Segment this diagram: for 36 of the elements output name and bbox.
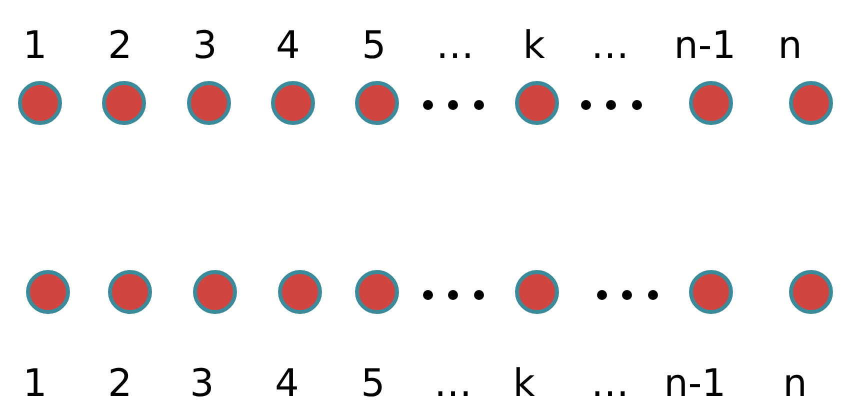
circle-node <box>689 270 733 314</box>
index-label: 2 <box>108 26 132 64</box>
circle-node <box>689 81 733 125</box>
index-label: … <box>434 364 472 402</box>
circle-node <box>515 270 559 314</box>
index-label: … <box>436 26 474 64</box>
circle-node <box>18 81 62 125</box>
index-label: … <box>591 364 629 402</box>
circle-node <box>271 81 315 125</box>
index-label: n <box>782 364 808 402</box>
circle-node <box>789 81 833 125</box>
index-label: k <box>523 26 545 64</box>
circle-node <box>108 270 152 314</box>
circle-node <box>193 270 237 314</box>
circle-node <box>515 81 559 125</box>
circle-node <box>26 270 70 314</box>
index-label: n-1 <box>674 26 736 64</box>
index-label: 3 <box>192 26 218 64</box>
index-label: 1 <box>22 364 48 402</box>
index-label: k <box>513 364 535 402</box>
circle-node <box>355 81 399 125</box>
index-label: 5 <box>362 26 386 64</box>
index-label: 1 <box>22 26 48 64</box>
index-label: 3 <box>190 364 214 402</box>
circle-node <box>355 270 399 314</box>
index-label: 4 <box>276 26 300 64</box>
index-label: n <box>778 26 802 64</box>
index-label: 2 <box>108 364 132 402</box>
index-label: 5 <box>360 364 386 402</box>
circle-node <box>789 270 833 314</box>
index-label: 4 <box>274 364 300 402</box>
circle-node <box>278 270 322 314</box>
circle-node <box>102 81 146 125</box>
index-label: … <box>591 26 629 64</box>
index-label: n-1 <box>664 364 726 402</box>
circle-node <box>187 81 231 125</box>
